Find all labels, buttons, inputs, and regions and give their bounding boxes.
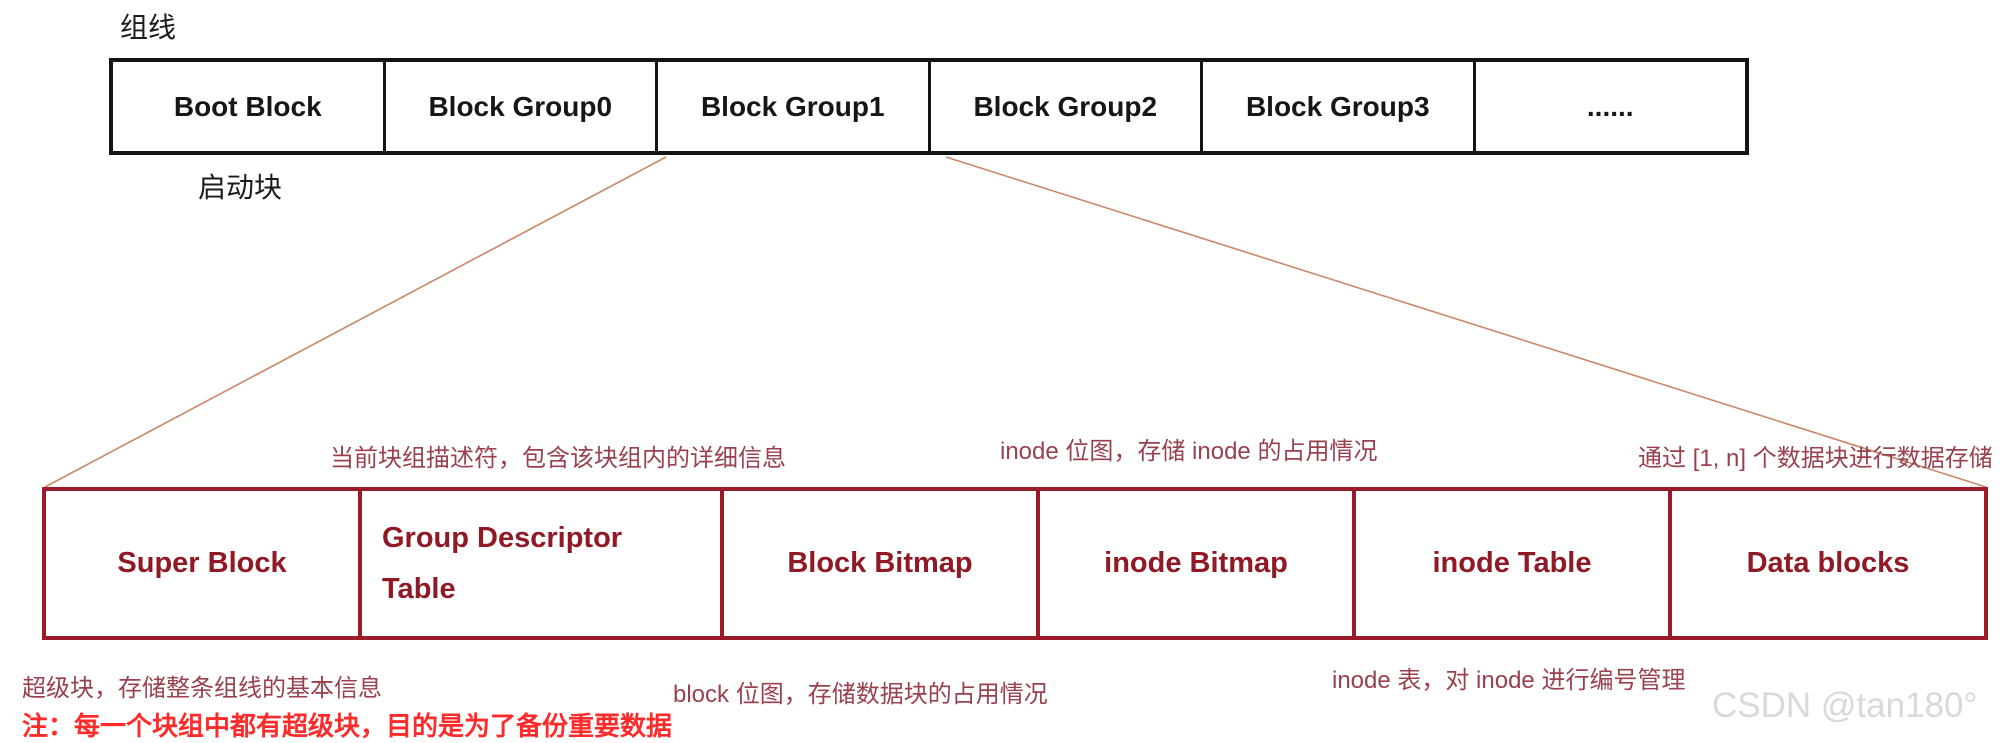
block-group-detail-row: Super Block Group Descriptor Table Block…	[42, 487, 1988, 640]
data-blocks-cell: Data blocks	[1746, 547, 1910, 580]
more-groups-cell: ......	[1586, 90, 1634, 122]
block-group2-cell: Block Group2	[931, 62, 1203, 151]
block-group1-cell: Block Group1	[658, 62, 931, 151]
csdn-watermark: CSDN @tan180°	[1712, 686, 1978, 725]
inode-table-cell: inode Table	[1356, 491, 1672, 636]
group-descriptor-annotation: 当前块组描述符，包含该块组内的详细信息	[330, 445, 786, 472]
inode-bitmap-annotation: inode 位图，存储 inode 的占用情况	[1000, 438, 1378, 465]
boot-block-cell: Boot Block	[113, 62, 386, 151]
data-blocks-annotation: 通过 [1, n] 个数据块进行数据存储	[1638, 445, 1993, 472]
inode-table-annotation: inode 表，对 inode 进行编号管理	[1332, 667, 1686, 694]
super-block-cell: Super Block	[46, 491, 362, 636]
boot-block-label: 启动块	[198, 172, 283, 203]
block-group3-cell: Block Group3	[1203, 62, 1476, 151]
super-block-annotation: 超级块，存储整条组线的基本信息	[22, 675, 382, 702]
inode-bitmap-cell: inode Bitmap	[1040, 491, 1356, 636]
block-group0-cell: Block Group0	[386, 62, 658, 151]
block-bitmap-annotation: block 位图，存储数据块的占用情况	[673, 681, 1048, 708]
group-descriptor-table-cell: Group Descriptor Table	[362, 491, 724, 636]
block-bitmap-cell: Block Bitmap	[724, 491, 1040, 636]
backup-note: 注：每一个块组中都有超级块，目的是为了备份重要数据	[22, 711, 673, 741]
group-line-label: 组线	[120, 12, 177, 43]
disk-layout-row: Boot Block Block Group0 Block Group1 Blo…	[109, 58, 1749, 155]
